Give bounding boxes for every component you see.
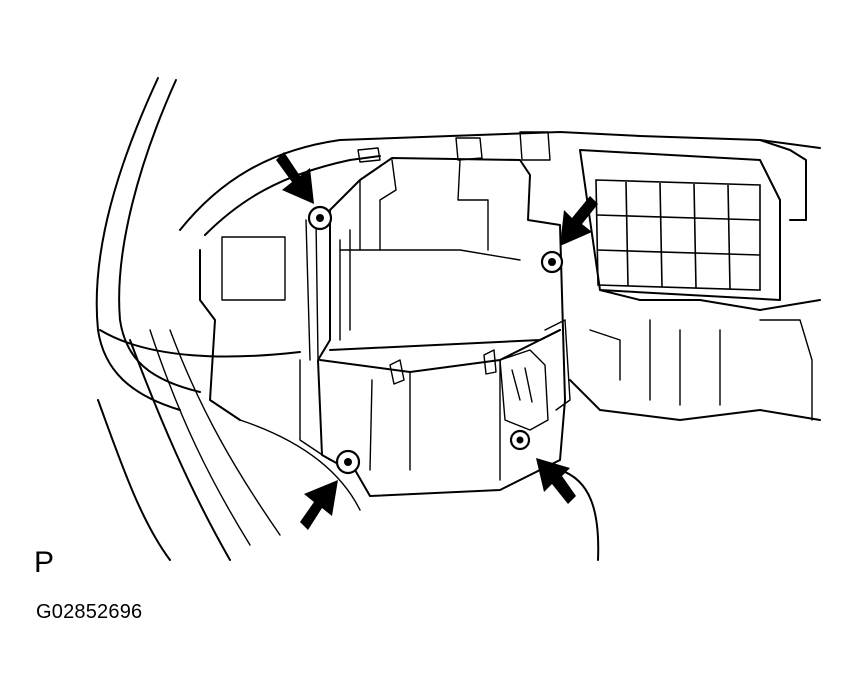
pointer-arrow-icon [276,152,314,204]
fastener-top-left [307,205,333,231]
fastener-bottom-right [509,429,531,451]
left-panel-outline [95,77,301,561]
pointer-arrow-icon [560,196,598,246]
vent-grille [579,149,781,301]
unit-case [299,131,571,497]
view-label: P [34,546,55,579]
fastener-bottom-left [335,449,361,475]
figure-code: G02852696 [36,601,143,623]
pointer-arrow-icon [300,480,338,530]
pointer-arrow-icon [536,458,576,504]
dashboard-frame [179,131,821,561]
fastener-top-right [540,250,564,274]
